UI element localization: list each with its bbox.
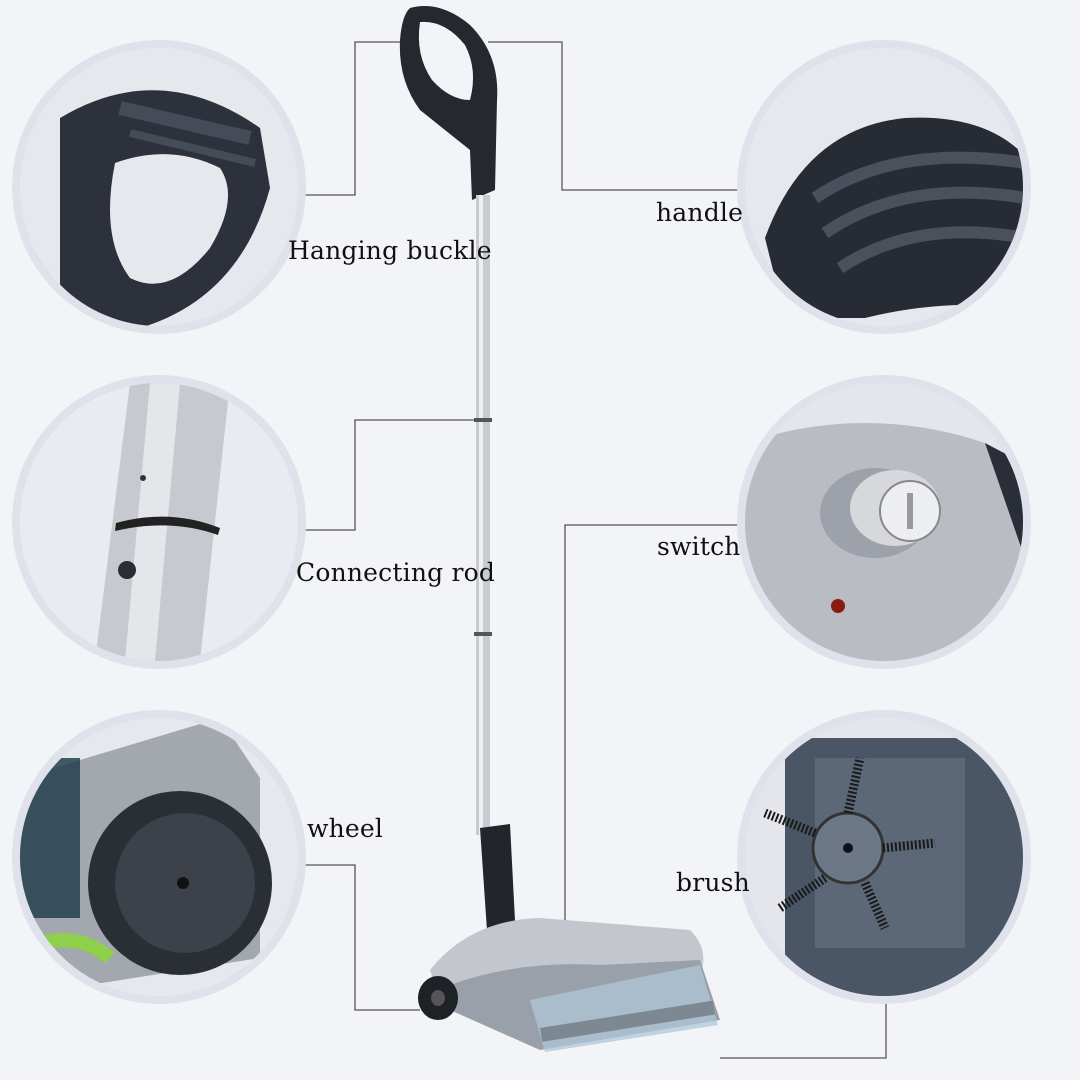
label-connecting-rod: Connecting rod (296, 558, 496, 587)
label-hanging-buckle: Hanging buckle (288, 236, 492, 265)
connecting-rod-detail-image (20, 383, 298, 661)
leader-connecting-rod (298, 419, 492, 531)
label-wheel: wheel (307, 814, 384, 843)
leader-brush (720, 990, 887, 1059)
hanging-buckle-detail-image (20, 48, 298, 326)
label-switch: switch (657, 532, 741, 561)
wheel-detail-image (20, 718, 298, 996)
leader-handle (488, 41, 742, 191)
brush-detail-image (745, 718, 1023, 996)
label-handle: handle (656, 198, 744, 227)
switch-detail-image (745, 383, 1023, 661)
leader-switch (564, 524, 742, 960)
leader-hanging-buckle (298, 41, 400, 196)
label-brush: brush (676, 868, 750, 897)
handle-detail-image (745, 48, 1023, 326)
leader-wheel (300, 864, 420, 1011)
